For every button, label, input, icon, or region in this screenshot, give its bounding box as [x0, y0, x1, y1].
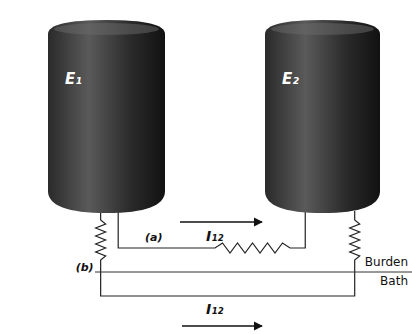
electrode-cylinder: E₂ — [265, 20, 380, 213]
cylinder-shape — [48, 20, 165, 213]
electrode-label: E₂ — [282, 70, 299, 88]
current-label: I₁₂ — [206, 229, 223, 244]
current-label: I₁₂ — [206, 302, 223, 317]
cylinder-top — [271, 23, 374, 35]
cylinder-body — [48, 20, 165, 213]
region-label: Bath — [380, 275, 408, 288]
current-arrow — [182, 325, 262, 326]
resistive-path — [96, 211, 360, 296]
cylinder-top — [54, 23, 159, 35]
cylinder-shape — [265, 20, 380, 213]
path-label: (b) — [75, 262, 95, 274]
electrode-cylinder: E₁ — [48, 20, 165, 213]
current-arrow — [180, 221, 262, 222]
region-label: Burden — [365, 256, 408, 269]
cylinder-body — [265, 20, 380, 213]
resistive-path — [118, 212, 305, 253]
path-label: (a) — [144, 232, 163, 244]
electrode-label: E₁ — [65, 70, 82, 88]
burden-bath-boundary — [88, 272, 412, 273]
